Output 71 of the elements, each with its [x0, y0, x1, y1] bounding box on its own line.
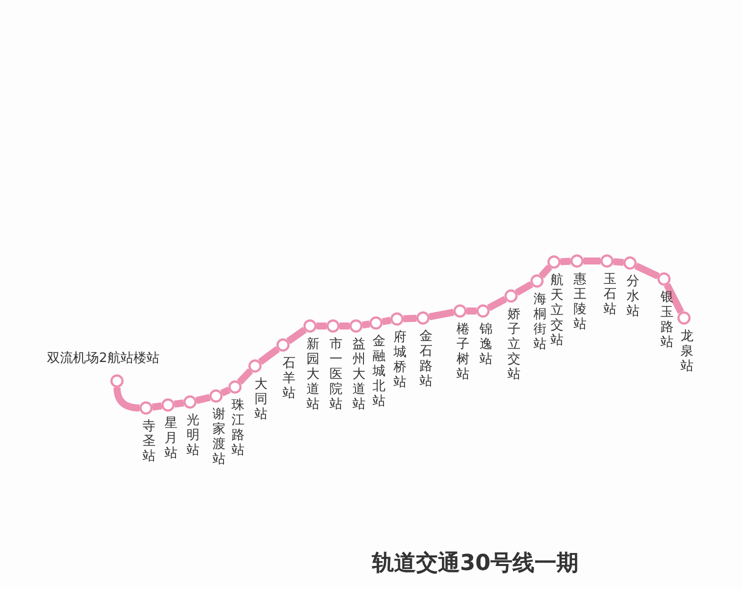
station-name: 星月站: [164, 416, 178, 461]
station-name: 海桐街站: [533, 292, 547, 352]
line-segment: [258, 346, 280, 365]
station-name: 益州大道站: [352, 337, 366, 412]
station-circle: [326, 319, 340, 333]
station-circle: [209, 389, 223, 403]
station-circle: [547, 255, 561, 269]
line-segment: [466, 308, 476, 314]
line-segment: [152, 402, 162, 411]
station-circle: [600, 254, 614, 268]
station-circle: [161, 398, 175, 412]
station-circle: [657, 272, 671, 286]
station-name: 金石路站: [419, 329, 433, 389]
station-name: 龙泉站: [680, 329, 694, 374]
station-circle: [183, 395, 197, 409]
station-name: 谢家渡站: [212, 407, 226, 467]
station-name: 大同站: [254, 377, 268, 422]
station-circle: [248, 359, 262, 373]
station-name: 玉石站: [603, 272, 617, 317]
line-segment: [236, 368, 254, 385]
station-circle: [504, 289, 518, 303]
station-circle: [416, 311, 430, 325]
line-segment: [382, 316, 392, 326]
line-segment: [664, 283, 684, 314]
line-segment: [362, 320, 370, 328]
line-segment: [316, 322, 326, 330]
station-name: 市一医院站: [329, 337, 343, 412]
line-segment: [196, 394, 210, 404]
line-segment: [220, 386, 231, 396]
station-name: 石羊站: [282, 356, 296, 401]
line-segment: [560, 258, 571, 266]
station-name: 府城桥站: [393, 330, 407, 390]
station-circle: [476, 304, 490, 318]
map-title: 轨道交通30号线一期: [372, 550, 579, 578]
station-circle: [570, 254, 584, 268]
station-name: 双流机场2航站楼站: [47, 351, 160, 366]
station-name: 珠江路站: [231, 398, 245, 458]
station-circle: [453, 304, 467, 318]
line-segment: [340, 322, 350, 330]
line-segment: [174, 399, 184, 408]
station-name: 银玉路站: [660, 290, 674, 350]
station-name: 分水站: [626, 274, 640, 319]
station-name: 惠王陵站: [573, 272, 587, 332]
line-segment: [514, 281, 534, 296]
station-circle: [530, 274, 544, 288]
line-segment: [584, 258, 600, 264]
station-name: 锦逸站: [479, 322, 493, 367]
station-name: 新园大道站: [306, 337, 320, 412]
line-segment: [428, 308, 454, 320]
station-circle: [110, 374, 124, 388]
line-segment: [634, 262, 660, 280]
station-name: 棬子树站: [456, 322, 470, 382]
station-circle: [349, 319, 363, 333]
line-segment: [613, 258, 624, 266]
station-circle: [369, 316, 383, 330]
station-name: 娇子立交站: [507, 307, 521, 382]
line-segment: [286, 326, 307, 344]
line-segment: [538, 264, 552, 278]
station-circle: [623, 256, 637, 270]
station-name: 航天立交站: [550, 273, 564, 348]
station-circle: [228, 380, 242, 394]
station-circle: [677, 311, 691, 325]
station-name: 金融城北站: [372, 334, 386, 409]
station-circle: [390, 312, 404, 326]
station-circle: [303, 319, 317, 333]
line-segment: [403, 314, 417, 322]
station-name: 寺圣站: [142, 419, 156, 464]
station-name: 光明站: [186, 413, 200, 458]
station-circle: [139, 401, 153, 415]
line-segment: [487, 296, 507, 312]
station-circle: [276, 338, 290, 352]
